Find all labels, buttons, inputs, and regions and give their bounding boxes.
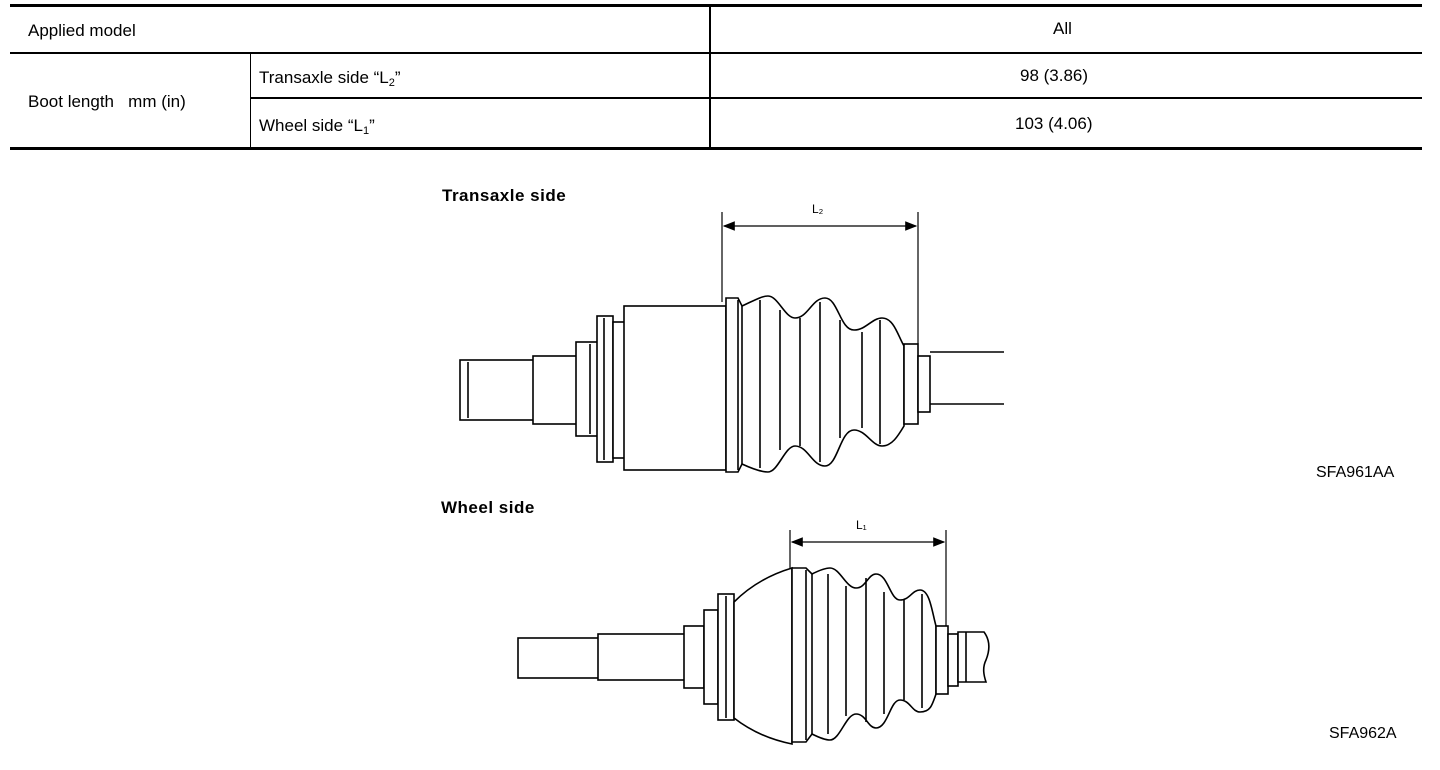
boot-length-label: Boot length mm (in): [28, 92, 186, 111]
table-header-divider: [10, 52, 1422, 54]
table-row-divider: [250, 97, 1422, 99]
transaxle-side-heading: Transaxle side: [442, 186, 567, 205]
transaxle-figure-code: SFA961AA: [1316, 464, 1395, 481]
wheel-side-drawing: [517, 530, 990, 745]
wheel-figure-code: SFA962A: [1329, 725, 1397, 742]
table-col-divider-label: [250, 53, 251, 149]
table-top-border: [10, 4, 1422, 7]
dimension-label-l2: L₂: [812, 202, 824, 216]
applied-model-value: All: [1053, 19, 1072, 38]
wheel-side-label: Wheel side “L1”: [259, 116, 375, 137]
dimension-label-l1: L₁: [856, 518, 867, 532]
wheel-side-heading: Wheel side: [441, 498, 535, 517]
transaxle-side-label: Transaxle side “L2”: [259, 68, 401, 89]
table-bottom-border: [10, 147, 1422, 150]
boot-length-table: Applied model All Boot length mm (in) Tr…: [10, 4, 1422, 150]
wheel-side-value: 103 (4.06): [1015, 114, 1093, 133]
table-col-divider-value: [709, 6, 711, 149]
transaxle-side-value: 98 (3.86): [1020, 66, 1089, 85]
transaxle-side-drawing: [459, 212, 1004, 473]
applied-model-label: Applied model: [28, 21, 136, 40]
